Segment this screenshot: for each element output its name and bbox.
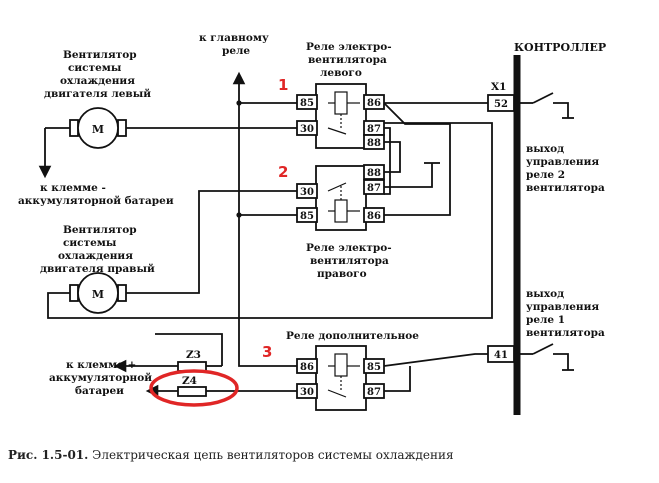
relay-right-label-3: правого <box>317 268 367 280</box>
relay-right-pin-87: 87 <box>367 183 381 194</box>
relay-extra-pin-87: 87 <box>367 387 381 398</box>
relay-left-pin-87: 87 <box>367 124 381 135</box>
relay-left-pin-86: 86 <box>367 98 381 109</box>
pin-52-label: 52 <box>494 99 508 110</box>
marker-2: 2 <box>278 163 288 181</box>
to-batt-plus-label-1: к клемме + <box>66 359 136 371</box>
to-main-relay-label-1: к главному <box>199 32 269 44</box>
relay-extra-label: Реле дополнительное <box>286 330 419 342</box>
fan-left-label-1: Вентилятор <box>63 49 137 61</box>
relay-extra-pin-86: 86 <box>300 362 314 373</box>
relay-right-label-2: вентилятора <box>310 255 389 267</box>
relay-left-label-3: левого <box>320 67 362 79</box>
fan-left-motor-symbol: M <box>92 123 104 136</box>
out-relay2-label-1: выход <box>526 143 564 155</box>
controller-label: КОНТРОЛЛЕР <box>514 41 606 54</box>
to-batt-minus-label-2: аккумуляторной батареи <box>18 195 174 207</box>
relay-left-pin-88: 88 <box>367 138 381 149</box>
fuse-z4-label: Z4 <box>182 375 197 387</box>
marker-1: 1 <box>278 76 288 94</box>
relay-right-pin-86: 86 <box>367 211 381 222</box>
out-relay2-label-2: управления <box>526 156 599 168</box>
relay-right-label-1: Реле электро- <box>306 242 392 254</box>
relay-extra-pin-30: 30 <box>300 387 314 398</box>
fan-right-motor-symbol: M <box>92 288 104 301</box>
connector-x1-label: X1 <box>491 81 506 93</box>
figure-caption: Рис. 1.5-01. Электрическая цепь вентилят… <box>8 448 454 462</box>
fan-right-label-3: охлаждения <box>58 250 133 262</box>
fan-right-motor <box>77 272 119 314</box>
relay-right-pin-88: 88 <box>367 168 381 179</box>
out-relay2-label-4: вентилятора <box>526 182 605 194</box>
caption-text: Электрическая цепь вентиляторов системы … <box>88 448 454 462</box>
relay-right-pin-85: 85 <box>300 211 314 222</box>
marker-3: 3 <box>262 343 272 361</box>
caption-number: Рис. 1.5-01. <box>8 448 89 462</box>
fan-left-label-4: двигателя левый <box>44 88 151 100</box>
relay-left-label-1: Реле электро- <box>306 41 392 53</box>
pin-41-box <box>487 345 515 363</box>
fan-left-label-2: системы <box>68 62 122 74</box>
out-relay1-label-3: реле 1 <box>526 314 565 326</box>
fan-right-label-2: системы <box>63 237 117 249</box>
fan-left-motor <box>77 107 119 149</box>
fuse-z3-label: Z3 <box>186 349 201 361</box>
out-relay1-label-2: управления <box>526 301 599 313</box>
out-relay1-label-1: выход <box>526 288 564 300</box>
relay-right-pin-30: 30 <box>300 187 314 198</box>
relay-left-pin-30: 30 <box>300 124 314 135</box>
out-relay1-label-4: вентилятора <box>526 327 605 339</box>
to-batt-minus-label-1: к клемме - <box>40 182 106 194</box>
fan-right-label-1: Вентилятор <box>63 224 137 236</box>
wiring-diagram: КОНТРОЛЛЕР к главному реле Вентилятор си… <box>18 32 606 415</box>
fuse-z4 <box>177 386 207 397</box>
fan-left-label-3: охлаждения <box>60 75 135 87</box>
pin-52-box <box>487 94 515 112</box>
highlight-ellipse-z4 <box>149 369 239 407</box>
pin-41-label: 41 <box>494 350 508 361</box>
to-batt-plus-label-3: батареи <box>75 385 124 397</box>
fan-right-label-4: двигателя правый <box>40 263 155 275</box>
to-batt-plus-label-2: аккумуляторной <box>49 372 152 384</box>
relay-right-body <box>315 165 367 231</box>
relay-left-pin-85: 85 <box>300 98 314 109</box>
to-main-relay-label-2: реле <box>222 45 250 57</box>
out-relay2-label-3: реле 2 <box>526 169 565 181</box>
relay-left-label-2: вентилятора <box>308 54 387 66</box>
relay-extra-pin-85: 85 <box>367 362 381 373</box>
